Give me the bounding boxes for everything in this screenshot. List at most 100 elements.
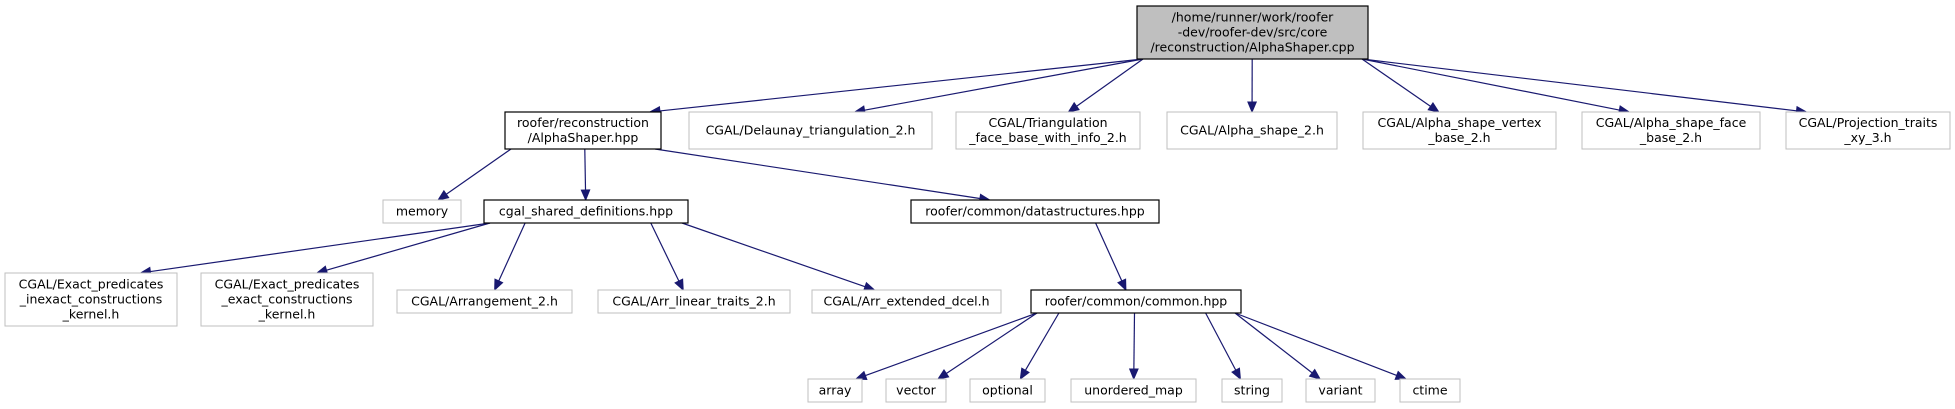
edge-arrowhead-arrangement (494, 278, 504, 292)
edge-datastructures-to-common-hpp (1095, 222, 1123, 282)
edge-common-hpp-to-optional (1024, 312, 1060, 371)
node-box-string (1221, 378, 1283, 403)
node-array: array (807, 378, 863, 403)
node-box-alpha-shape (1166, 111, 1338, 150)
node-label-tri-face-base-line-1: _face_base_with_info_2.h (968, 130, 1126, 145)
node-arrangement: CGAL/Arrangement_2.h (396, 289, 573, 314)
edge-root-to-alpha-vertex (1361, 58, 1431, 107)
edge-arrowhead-tri-face-base (1067, 101, 1080, 113)
node-label-epeck-line-2: _kernel.h (258, 307, 316, 322)
edge-common-hpp-to-ctime (1234, 312, 1397, 376)
node-box-optional (969, 378, 1046, 403)
node-box-root (1136, 5, 1369, 60)
edge-root-to-projection (1361, 58, 1797, 112)
edge-alphashaper-hpp-to-memory (445, 148, 512, 195)
node-box-tri-face-base (955, 111, 1141, 150)
node-label-tri-face-base-line-0: CGAL/Triangulation (988, 115, 1107, 130)
edge-arrowhead-arr-linear (674, 278, 684, 292)
node-label-arrangement-line-0: CGAL/Arrangement_2.h (411, 294, 558, 309)
node-alpha-shape: CGAL/Alpha_shape_2.h (1166, 111, 1338, 150)
node-box-alphashaper-hpp (504, 111, 662, 150)
node-variant: variant (1305, 378, 1376, 403)
node-label-arr-dcel-line-0: CGAL/Arr_extended_dcel.h (823, 294, 989, 309)
node-unordered-map: unordered_map (1070, 378, 1197, 403)
node-label-alpha-face-line-0: CGAL/Alpha_shape_face (1596, 115, 1747, 130)
node-box-variant (1305, 378, 1376, 403)
edge-common-hpp-to-variant (1234, 312, 1313, 374)
edge-arrowhead-ctime (1394, 370, 1408, 380)
edge-arrowhead-optional (1019, 367, 1030, 381)
node-box-arrangement (396, 289, 573, 314)
node-label-ctime-line-0: ctime (1412, 383, 1447, 398)
node-box-ctime (1399, 378, 1461, 403)
node-label-epick-line-1: _inexact_constructions (19, 292, 162, 307)
edge-arrowhead-cgal-shared (580, 189, 591, 202)
node-label-delaunay-line-0: CGAL/Delaunay_triangulation_2.h (706, 123, 916, 138)
node-label-string-line-0: string (1234, 383, 1270, 398)
node-alpha-face: CGAL/Alpha_shape_face_base_2.h (1581, 111, 1761, 150)
edge-arrowhead-alpha-vertex (1427, 101, 1440, 113)
node-label-arr-linear-line-0: CGAL/Arr_linear_traits_2.h (612, 294, 775, 309)
node-label-array-line-0: array (819, 383, 852, 398)
edge-root-to-alphashaper-hpp (659, 58, 1144, 112)
node-alphashaper-hpp[interactable]: roofer/reconstruction/AlphaShaper.hpp (504, 111, 662, 150)
node-label-root-line-0: /home/runner/work/roofer (1172, 10, 1335, 25)
node-label-vector-line-0: vector (896, 383, 937, 398)
edge-cgal-shared-to-arrangement (498, 222, 526, 282)
node-label-alphashaper-hpp-line-0: roofer/reconstruction (517, 115, 649, 130)
node-box-delaunay (688, 111, 933, 150)
node-label-cgal-shared-line-0: cgal_shared_definitions.hpp (499, 204, 673, 219)
node-label-datastructures-line-0: roofer/common/datastructures.hpp (925, 204, 1144, 219)
node-box-arr-linear (597, 289, 791, 314)
node-label-epeck-line-1: _exact_constructions (220, 292, 352, 307)
edge-arrowhead-unordered-map (1128, 368, 1139, 381)
node-box-unordered-map (1070, 378, 1197, 403)
node-ctime: ctime (1399, 378, 1461, 403)
node-label-projection-line-1: _xy_3.h (1843, 130, 1891, 145)
node-box-common-hpp (1030, 289, 1242, 314)
node-box-vector (885, 378, 947, 403)
edge-arrowhead-array (854, 370, 868, 381)
node-epick: CGAL/Exact_predicates_inexact_constructi… (4, 272, 178, 327)
node-label-alpha-vertex-line-0: CGAL/Alpha_shape_vertex (1378, 115, 1542, 130)
node-box-cgal-shared (483, 199, 689, 224)
node-box-alpha-vertex (1362, 111, 1557, 150)
node-arr-linear: CGAL/Arr_linear_traits_2.h (597, 289, 791, 314)
edge-arrowhead-variant (1308, 368, 1322, 380)
edge-common-hpp-to-vector (945, 312, 1038, 374)
edge-cgal-shared-to-arr-linear (650, 222, 680, 282)
node-label-common-hpp-line-0: roofer/common/common.hpp (1045, 294, 1228, 309)
node-root[interactable]: /home/runner/work/roofer-dev/roofer-dev/… (1136, 5, 1369, 60)
node-box-epeck (200, 272, 374, 327)
edge-arrowhead-arr-dcel (862, 281, 876, 292)
node-box-memory (382, 199, 462, 224)
edge-common-hpp-to-unordered-map (1133, 312, 1136, 370)
edge-cgal-shared-to-arr-dcel (681, 222, 866, 288)
node-cgal-shared[interactable]: cgal_shared_definitions.hpp (483, 199, 689, 224)
node-box-datastructures (910, 199, 1160, 224)
edge-arrowhead-alpha-shape (1247, 101, 1258, 114)
node-datastructures[interactable]: roofer/common/datastructures.hpp (910, 199, 1160, 224)
node-string: string (1221, 378, 1283, 403)
edge-arrowhead-common-hpp (1117, 278, 1127, 292)
node-label-alpha-vertex-line-1: _base_2.h (1427, 130, 1490, 145)
node-label-alpha-face-line-1: _base_2.h (1639, 130, 1702, 145)
node-label-epeck-line-0: CGAL/Exact_predicates (215, 277, 360, 292)
edge-arrowhead-string (1231, 367, 1242, 381)
edge-alphashaper-hpp-to-cgal-shared (584, 148, 587, 191)
node-delaunay: CGAL/Delaunay_triangulation_2.h (688, 111, 933, 150)
edge-alphashaper-hpp-to-datastructures (654, 148, 981, 200)
node-label-alphashaper-hpp-line-1: /AlphaShaper.hpp (528, 130, 639, 145)
nodes-layer: /home/runner/work/roofer-dev/roofer-dev/… (4, 5, 1951, 403)
node-label-epick-line-0: CGAL/Exact_predicates (19, 277, 164, 292)
node-common-hpp[interactable]: roofer/common/common.hpp (1030, 289, 1242, 314)
node-label-alpha-shape-line-0: CGAL/Alpha_shape_2.h (1180, 123, 1324, 138)
edge-root-to-alpha-face (1361, 58, 1620, 111)
node-label-variant-line-0: variant (1318, 383, 1362, 398)
edge-root-to-delaunay (864, 58, 1144, 111)
node-epeck: CGAL/Exact_predicates_exact_construction… (200, 272, 374, 327)
node-memory: memory (382, 199, 462, 224)
edge-cgal-shared-to-epick (150, 222, 491, 273)
node-label-memory-line-0: memory (396, 204, 449, 219)
